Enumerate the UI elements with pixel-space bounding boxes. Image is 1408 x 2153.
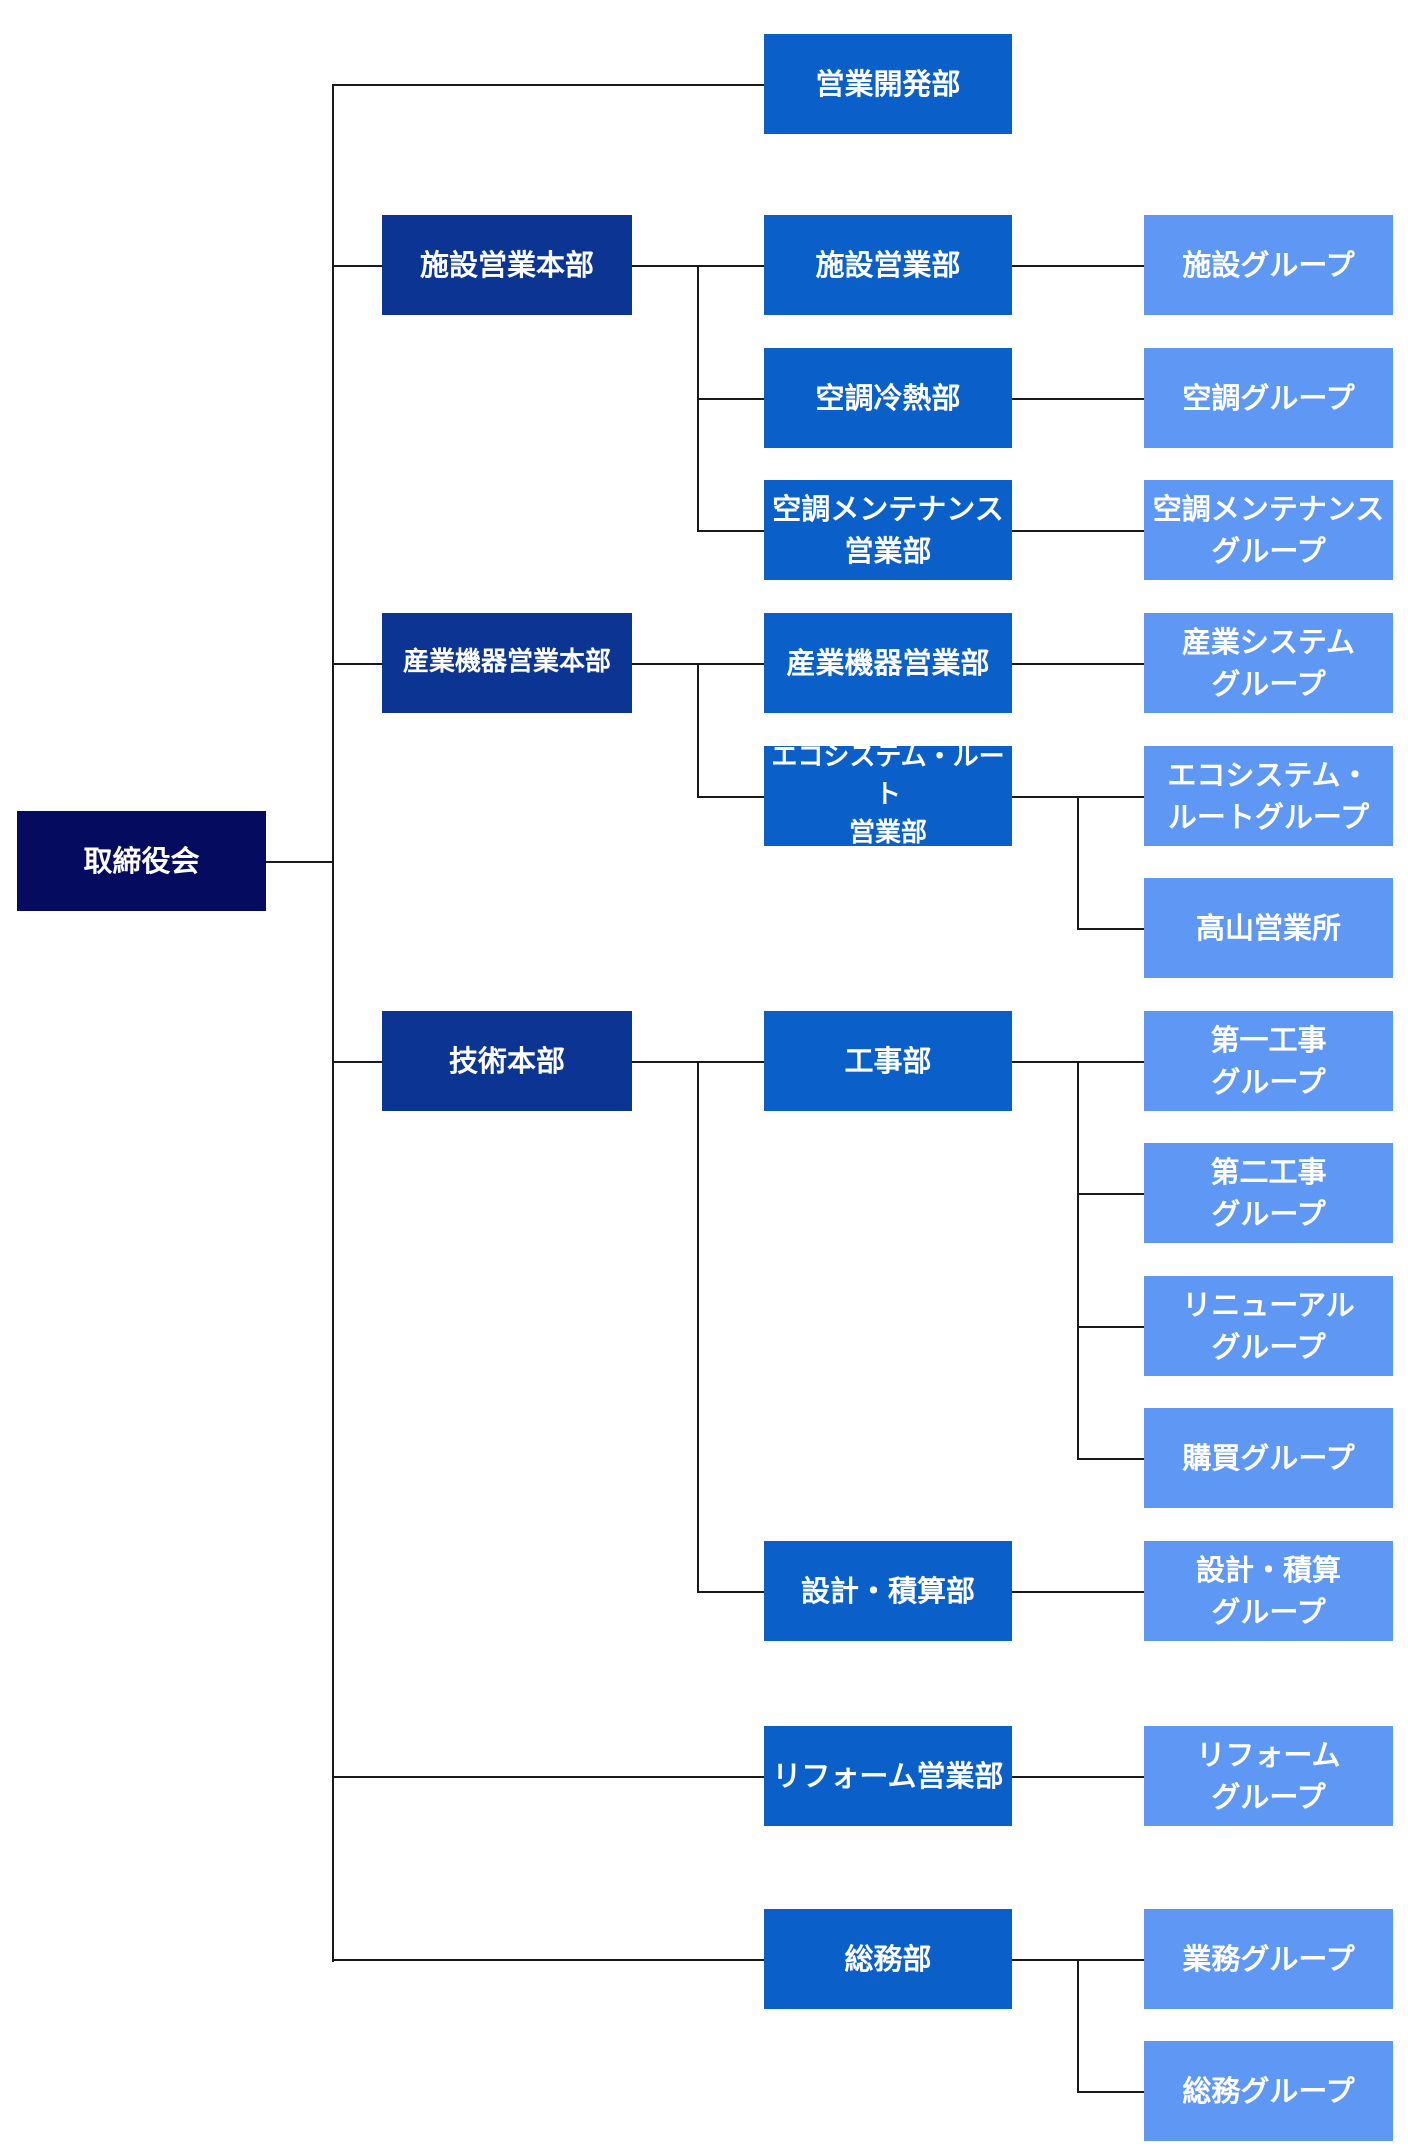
node-design-estimation-dept: 設計・積算部 [764,1541,1012,1641]
connector [1077,928,1144,930]
node-air-conditioning-group: 空調グループ [1144,348,1393,448]
node-second-construction-group: 第二工事 グループ [1144,1143,1393,1243]
node-label: 総務部 [844,1941,932,1976]
node-label: 設計・積算 グループ [1195,1552,1341,1629]
node-general-affairs-dept: 総務部 [764,1909,1012,2009]
node-label: 空調メンテナンス グループ [1152,491,1385,568]
node-technology-hq: 技術本部 [382,1011,632,1111]
node-label: 空調冷熱部 [815,380,961,415]
node-label: 取締役会 [83,843,200,878]
node-facility-group: 施設グループ [1144,215,1393,315]
node-first-construction-group: 第一工事 グループ [1144,1011,1393,1111]
node-ac-maintenance-sales-dept: 空調メンテナンス 営業部 [764,480,1012,580]
node-label: 総務グループ [1182,2073,1355,2108]
node-label: リフォーム営業部 [772,1758,1004,1793]
node-board-of-directors: 取締役会 [17,811,266,911]
node-reform-group: リフォーム グループ [1144,1726,1393,1826]
node-renewal-group: リニューアル グループ [1144,1276,1393,1376]
node-sales-development-dept: 営業開発部 [764,34,1012,134]
node-label: 業務グループ [1182,1941,1355,1976]
node-label: 施設営業本部 [419,247,594,282]
node-label: 産業機器営業本部 [402,647,611,678]
node-takayama-sales-office: 高山営業所 [1144,878,1393,978]
node-ac-maintenance-group: 空調メンテナンス グループ [1144,480,1393,580]
connector [697,1591,764,1593]
connector [1077,1061,1079,1460]
connector [1012,530,1144,532]
connector [332,265,382,267]
connector [1077,1193,1144,1195]
node-label: リフォーム グループ [1196,1737,1341,1814]
connector [1012,265,1144,267]
node-operations-group: 業務グループ [1144,1909,1393,2009]
node-general-affairs-group: 総務グループ [1144,2041,1393,2141]
node-label: 産業機器営業部 [786,645,990,680]
connector [697,796,764,798]
node-design-estimation-group: 設計・積算 グループ [1144,1541,1393,1641]
node-facility-sales-hq: 施設営業本部 [382,215,632,315]
node-label: エコシステム・ルート 営業部 [771,742,1005,848]
connector [697,398,764,400]
connector [332,1776,764,1778]
node-label: 空調メンテナンス 営業部 [772,491,1004,568]
node-label: 第二工事 グループ [1210,1154,1327,1231]
node-label: 購買グループ [1182,1440,1355,1475]
node-label: エコシステム・ ルートグループ [1167,757,1370,834]
node-industrial-system-group: 産業システム グループ [1144,613,1393,713]
connector [697,530,764,532]
connector [697,1061,699,1593]
node-facility-sales-dept: 施設営業部 [764,215,1012,315]
node-label: リニューアル グループ [1182,1287,1355,1364]
connector [1077,1326,1144,1328]
node-label: 第一工事 グループ [1210,1022,1327,1099]
node-reform-sales-dept: リフォーム営業部 [764,1726,1012,1826]
connector [1012,1591,1144,1593]
connector [332,1061,382,1063]
connector [697,663,699,798]
connector [1077,1458,1144,1460]
node-label: 産業システム グループ [1181,624,1356,701]
node-construction-dept: 工事部 [764,1011,1012,1111]
node-label: 高山営業所 [1195,910,1341,945]
node-purchasing-group: 購買グループ [1144,1408,1393,1508]
node-label: 営業開発部 [815,66,961,101]
node-label: 施設グループ [1182,247,1355,282]
connector [1012,398,1144,400]
connector [332,84,334,1962]
connector [266,861,333,863]
node-ecosystem-route-sales-dept: エコシステム・ルート 営業部 [764,742,1012,848]
node-industrial-equipment-sales-hq: 産業機器営業本部 [382,613,632,713]
node-ecosystem-route-group: エコシステム・ ルートグループ [1144,746,1393,846]
node-label: 施設営業部 [815,247,961,282]
connector [1012,1776,1144,1778]
connector [332,663,382,665]
node-label: 設計・積算部 [800,1573,975,1608]
node-label: 空調グループ [1182,380,1355,415]
connector [1077,1959,1079,2093]
node-air-conditioning-refrigeration-dept: 空調冷熱部 [764,348,1012,448]
connector [1077,2091,1144,2093]
connector [1012,663,1144,665]
node-label: 技術本部 [448,1043,565,1078]
node-industrial-equipment-sales-dept: 産業機器営業部 [764,613,1012,713]
connector [332,1959,764,1961]
node-label: 工事部 [844,1043,932,1078]
connector [1077,796,1079,930]
connector [332,84,764,86]
